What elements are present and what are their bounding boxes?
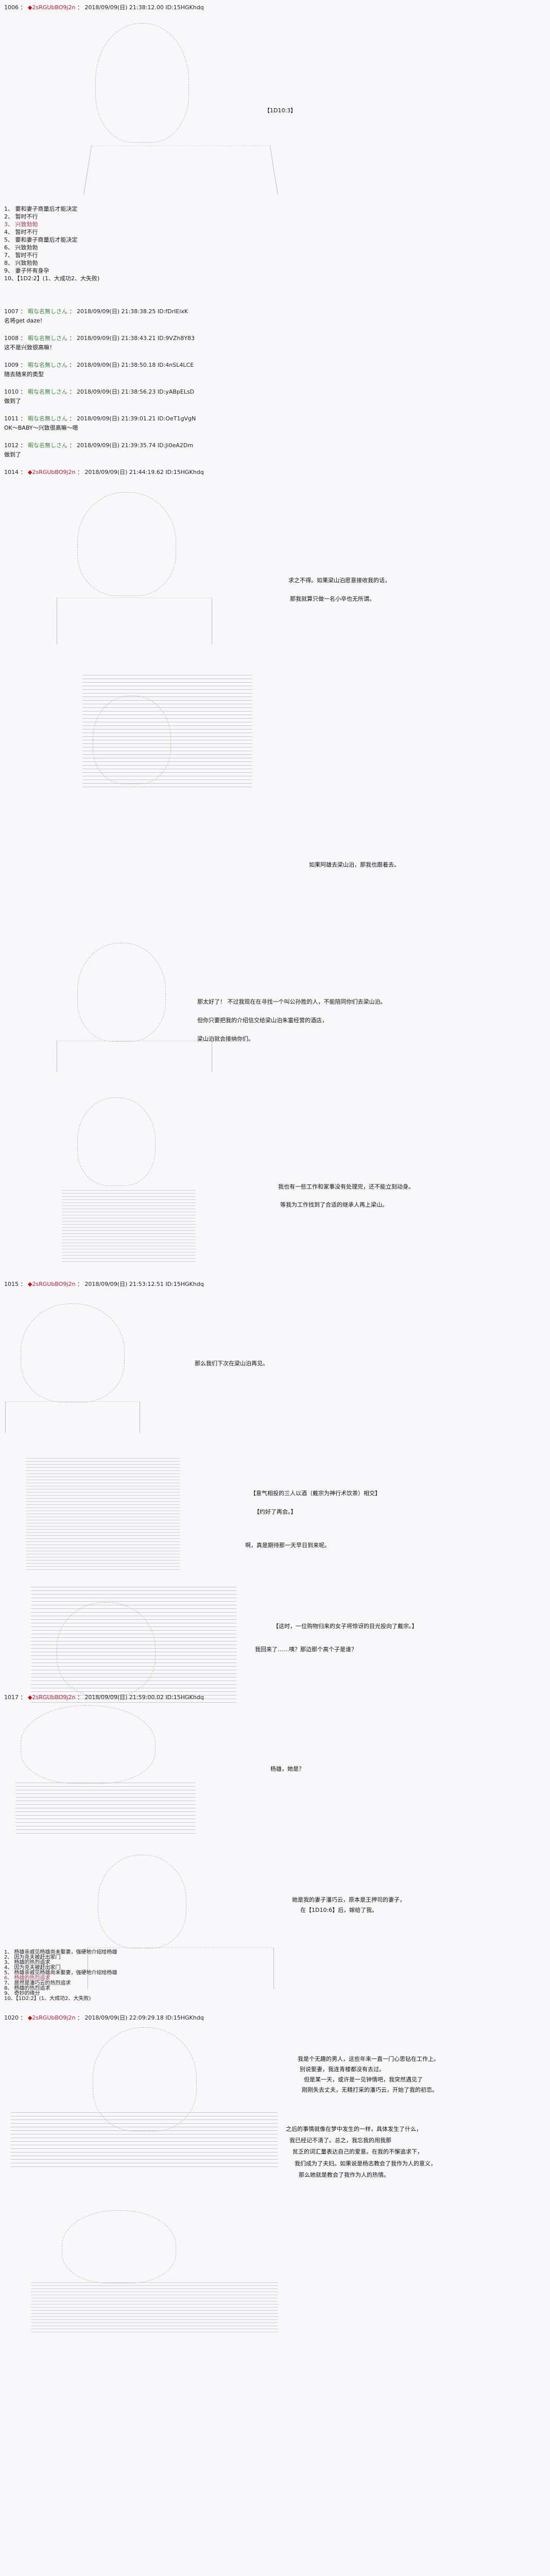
post-body: 随去随来的类型: [4, 371, 44, 378]
post-header-1014: 1014 ： ◆2sRGUbBO9j2n ： 2018/09/09(日) 21:…: [4, 469, 204, 476]
list-item: 4、 暂时不行: [4, 229, 38, 235]
dialogue-line: 求之不得。如果梁山泊愿意接收我的话，: [288, 577, 390, 584]
poster-name[interactable]: 暇な名無しさん: [28, 442, 67, 449]
dialogue-line: 之后的事情就像在梦中发生的一样，具体发生了什么，: [286, 2126, 422, 2132]
poster-trip-link[interactable]: ◆2sRGUbBO9j2n: [28, 4, 76, 11]
dialogue-line: 那么她就是教会了我作为人的热情。: [299, 2172, 389, 2178]
dialogue-line: 我们成为了夫妇。如果说是杨志教会了我作为人的意义，: [295, 2160, 436, 2167]
post-header-1015: 1015 ： ◆2sRGUbBO9j2n ： 2018/09/09(日) 21:…: [4, 1281, 204, 1287]
list-item: 4、 因为克夫被赶出家门: [4, 1965, 61, 1971]
choice-list: 1、 要和妻子商量后才能决定 2、 暂时不行 3、 兴致勃勃 4、 暂时不行 5…: [4, 205, 99, 282]
post-header-1009: 1009 ： 暇な名無しさん ： 2018/09/09(日) 21:38:50.…: [4, 362, 194, 368]
diamond-icon: ◆: [28, 1694, 32, 1701]
post-body: 做到了: [4, 451, 21, 458]
poster-name[interactable]: 暇な名無しさん: [28, 308, 67, 315]
post-header-1010: 1010 ： 暇な名無しさん ： 2018/09/09(日) 21:38:56.…: [4, 388, 195, 395]
dialogue-line: 贫乏的词汇量表达自己的爱意。在我的不懈追求下，: [293, 2148, 423, 2155]
post-header-1017: 1017 ： ◆2sRGUbBO9j2n ： 2018/09/09(日) 21:…: [4, 1694, 204, 1701]
poster-id[interactable]: ID:OeT1gVgN: [157, 415, 196, 422]
list-item: 7、 暂时不行: [4, 252, 38, 259]
poster-id[interactable]: ID:yABpELsD: [157, 388, 195, 395]
poster-trip-link[interactable]: ◆2sRGUbBO9j2n: [28, 1281, 76, 1287]
dialogue-line: 那么我们下次在梁山泊再见。: [195, 1360, 268, 1367]
list-item: 9、 奇妙的缘分: [4, 1991, 40, 1996]
list-item: 1、 要和妻子商量后才能决定: [4, 206, 78, 212]
choice-list-2: 1、 杨雄亲戚见杨雄尚未娶妻，强硬地介绍给杨雄 2、 因为克夫被赶出家门 3、 …: [4, 1950, 117, 2002]
poster-id[interactable]: ID:15HGKhdq: [165, 2014, 204, 2021]
dialogue-line: 等我为工作找到了合适的继承人再上梁山。: [280, 1201, 388, 1208]
post-date: 2018/09/09(日) 21:38:12.00: [84, 4, 164, 11]
poster-name[interactable]: 暇な名無しさん: [28, 335, 67, 342]
poster-id[interactable]: ID:Ji0eA2Dm: [157, 442, 194, 449]
poster-id[interactable]: ID:15HGKhdq: [165, 1694, 204, 1701]
dialogue-line: 但是某一天，或许是一见钟情吧，我突然遇见了: [304, 2076, 423, 2083]
poster-id[interactable]: ID:9VZh8Y83: [157, 335, 195, 342]
dialogue-line: 在【1D10:6】后，嫁给了我。: [300, 1907, 378, 1913]
poster-name[interactable]: 暇な名無しさん: [28, 415, 67, 422]
dialogue-line: 啊，真是期待那一天早日到来呢。: [245, 1542, 330, 1549]
diamond-icon: ◆: [28, 469, 32, 476]
list-item: 6、 兴致勃勃: [4, 244, 38, 251]
list-item: 8、 兴致勃勃: [4, 260, 38, 266]
dialogue-line: 那我就算只做一名小卒也无所谓。: [290, 596, 375, 602]
poster-id[interactable]: ID:15HGKhdq: [165, 1281, 204, 1287]
poster-name[interactable]: 暇な名無しさん: [28, 388, 67, 395]
list-item: 2、 因为克夫被赶出家门: [4, 1955, 61, 1960]
dialogue-line: 我也有一些工作和家事没有处理完，还不能立刻动身。: [278, 1183, 414, 1190]
narration-line: 【意气相投的三人以酒（戴宗为神行术饮茶）相交】: [250, 1490, 381, 1497]
dialogue-line: 我已经记不清了。总之，我忘我的用我那: [289, 2137, 391, 2144]
narration-line: 【约好了再会。】: [254, 1509, 297, 1515]
poster-name[interactable]: 暇な名無しさん: [28, 362, 67, 368]
dialogue-line: 如果阿雄去梁山泊，那我也跟着去。: [309, 861, 400, 868]
post-body: 这不是兴致很高嘛！: [4, 344, 55, 351]
list-item-highlighted: 6、 杨雄的热烈追求: [4, 1975, 50, 1981]
list-item: 8、 杨雄的热烈追求: [4, 1986, 50, 1991]
dice-label: 【1D10:3】: [264, 107, 297, 114]
diamond-icon: ◆: [28, 4, 32, 11]
list-item: 10、【1D2:2】(1、大成功2、大失败): [4, 275, 100, 282]
list-item: 3、 杨雄的热烈追求: [4, 1960, 50, 1965]
dialogue-line: 她是我的妻子潘巧云，原本是王押司的妻子，: [292, 1896, 405, 1903]
poster-trip-link[interactable]: ◆2sRGUbBO9j2n: [28, 2014, 76, 2021]
post-body: 做到了: [4, 398, 21, 404]
diamond-icon: ◆: [28, 1281, 32, 1287]
diamond-icon: ◆: [28, 2014, 32, 2021]
poster-id[interactable]: ID:fDrIEixK: [157, 308, 188, 315]
list-item: 5、 杨雄亲戚见杨雄尚未娶妻，强硬地介绍给杨雄: [4, 1970, 117, 1976]
list-item-highlighted: 3、 兴致勃勃: [4, 221, 38, 228]
post-header-1020: 1020 ： ◆2sRGUbBO9j2n ： 2018/09/09(日) 22:…: [4, 2014, 204, 2021]
list-item: 1、 杨雄亲戚见杨雄尚未娶妻，强硬地介绍给杨雄: [4, 1950, 117, 1955]
poster-id[interactable]: ID:4nSL4LCE: [157, 362, 194, 368]
post-number: 1006: [4, 4, 19, 11]
post-header-1011: 1011 ： 暇な名無しさん ： 2018/09/09(日) 21:39:01.…: [4, 415, 196, 422]
post-header-1008: 1008 ： 暇な名無しさん ： 2018/09/09(日) 21:38:43.…: [4, 335, 195, 342]
poster-id[interactable]: ID:15HGKhdq: [165, 4, 204, 11]
post-header-1012: 1012 ： 暇な名無しさん ： 2018/09/09(日) 21:39:35.…: [4, 442, 194, 449]
dialogue-line: 梁山泊就会接纳你们。: [197, 1036, 254, 1042]
post-header-1007: 1007 ： 暇な名無しさん ： 2018/09/09(日) 21:38:38.…: [4, 308, 188, 315]
poster-trip-link[interactable]: ◆2sRGUbBO9j2n: [28, 1694, 76, 1701]
list-item: 5、 要和妻子商量后才能决定: [4, 236, 78, 243]
list-item: 9、 妻子怀有身孕: [4, 267, 49, 274]
poster-trip-link[interactable]: ◆2sRGUbBO9j2n: [28, 469, 76, 476]
dialogue-line: 别说娶妻，我连青楼都没有去过。: [300, 2066, 385, 2073]
dialogue-line: 那太好了！ 不过我现在在寻找一个叫公孙胜的人，不能陪同你们去梁山泊。: [197, 998, 386, 1005]
list-item: 7、 居然是潘巧云的热烈追求: [4, 1980, 71, 1986]
list-item: 2、 暂时不行: [4, 213, 38, 220]
narration-line: 【这时，一位购物归来的女子将惊讶的目光投向了戴宗。】: [273, 1623, 418, 1630]
post-body: OK～BABY～兴致很高嘛～嗯: [4, 425, 78, 431]
post-header-1006: 1006 ： ◆2sRGUbBO9j2n ： 2018/09/09(日) 21:…: [4, 4, 204, 11]
post-body: 名将get daze!: [4, 317, 43, 324]
dialogue-line: 刚刚失去丈夫，无精打采的潘巧云，开始了我的初恋。: [302, 2087, 438, 2093]
dialogue-line: 我是个无趣的男人，这些年来一直一门心思钻在工作上。: [298, 2056, 439, 2062]
dialogue-line: 我回来了……咦？那边那个高个子是谁？: [255, 1646, 357, 1653]
dialogue-line: 杨雄，她是？: [270, 1766, 304, 1772]
dialogue-line: 但你只要把我的介绍信交给梁山泊朱富经营的酒店，: [197, 1017, 328, 1024]
poster-id[interactable]: ID:15HGKhdq: [165, 469, 204, 476]
list-item: 10、【1D2:2】(1、大成功2、大失败): [4, 1996, 91, 2002]
